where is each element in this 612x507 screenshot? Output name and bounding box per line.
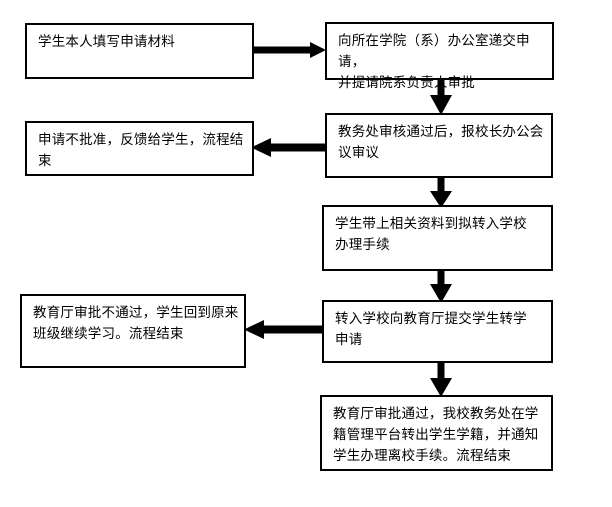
arrow-n2-to-n4 — [430, 79, 452, 115]
flow-node-student-fills-application: 学生本人填写申请材料 — [25, 23, 254, 79]
flow-node-transfer-school-submits-application: 转入学校向教育厅提交学生转学 申请 — [322, 300, 553, 363]
arrow-n5-to-n7 — [430, 269, 452, 303]
flow-node-academic-affairs-review: 教务处审核通过后，报校长办公会 议审议 — [325, 113, 553, 178]
flow-node-application-rejected-end: 申请不批准，反馈给学生，流程结 束 — [25, 121, 254, 176]
flow-node-education-department-rejected-end: 教育厅审批不通过，学生回到原来 班级继续学习。流程结束 — [20, 294, 246, 368]
arrow-n4-to-n3 — [251, 138, 327, 157]
arrow-n4-to-n5 — [430, 177, 452, 208]
arrow-n7-to-n8 — [430, 362, 452, 397]
arrow-n1-to-n2 — [252, 42, 326, 58]
flow-node-submit-to-college-office: 向所在学院（系）办公室递交申请， 并提请院系负责人审批 — [325, 22, 554, 91]
flow-node-education-department-approved-end: 教育厅审批通过，我校教务处在学 籍管理平台转出学生学籍，并通知 学生办理离校手续… — [320, 395, 553, 471]
arrow-n7-to-n6 — [244, 320, 323, 339]
flow-node-student-brings-materials: 学生带上相关资料到拟转入学校 办理手续 — [322, 205, 553, 271]
